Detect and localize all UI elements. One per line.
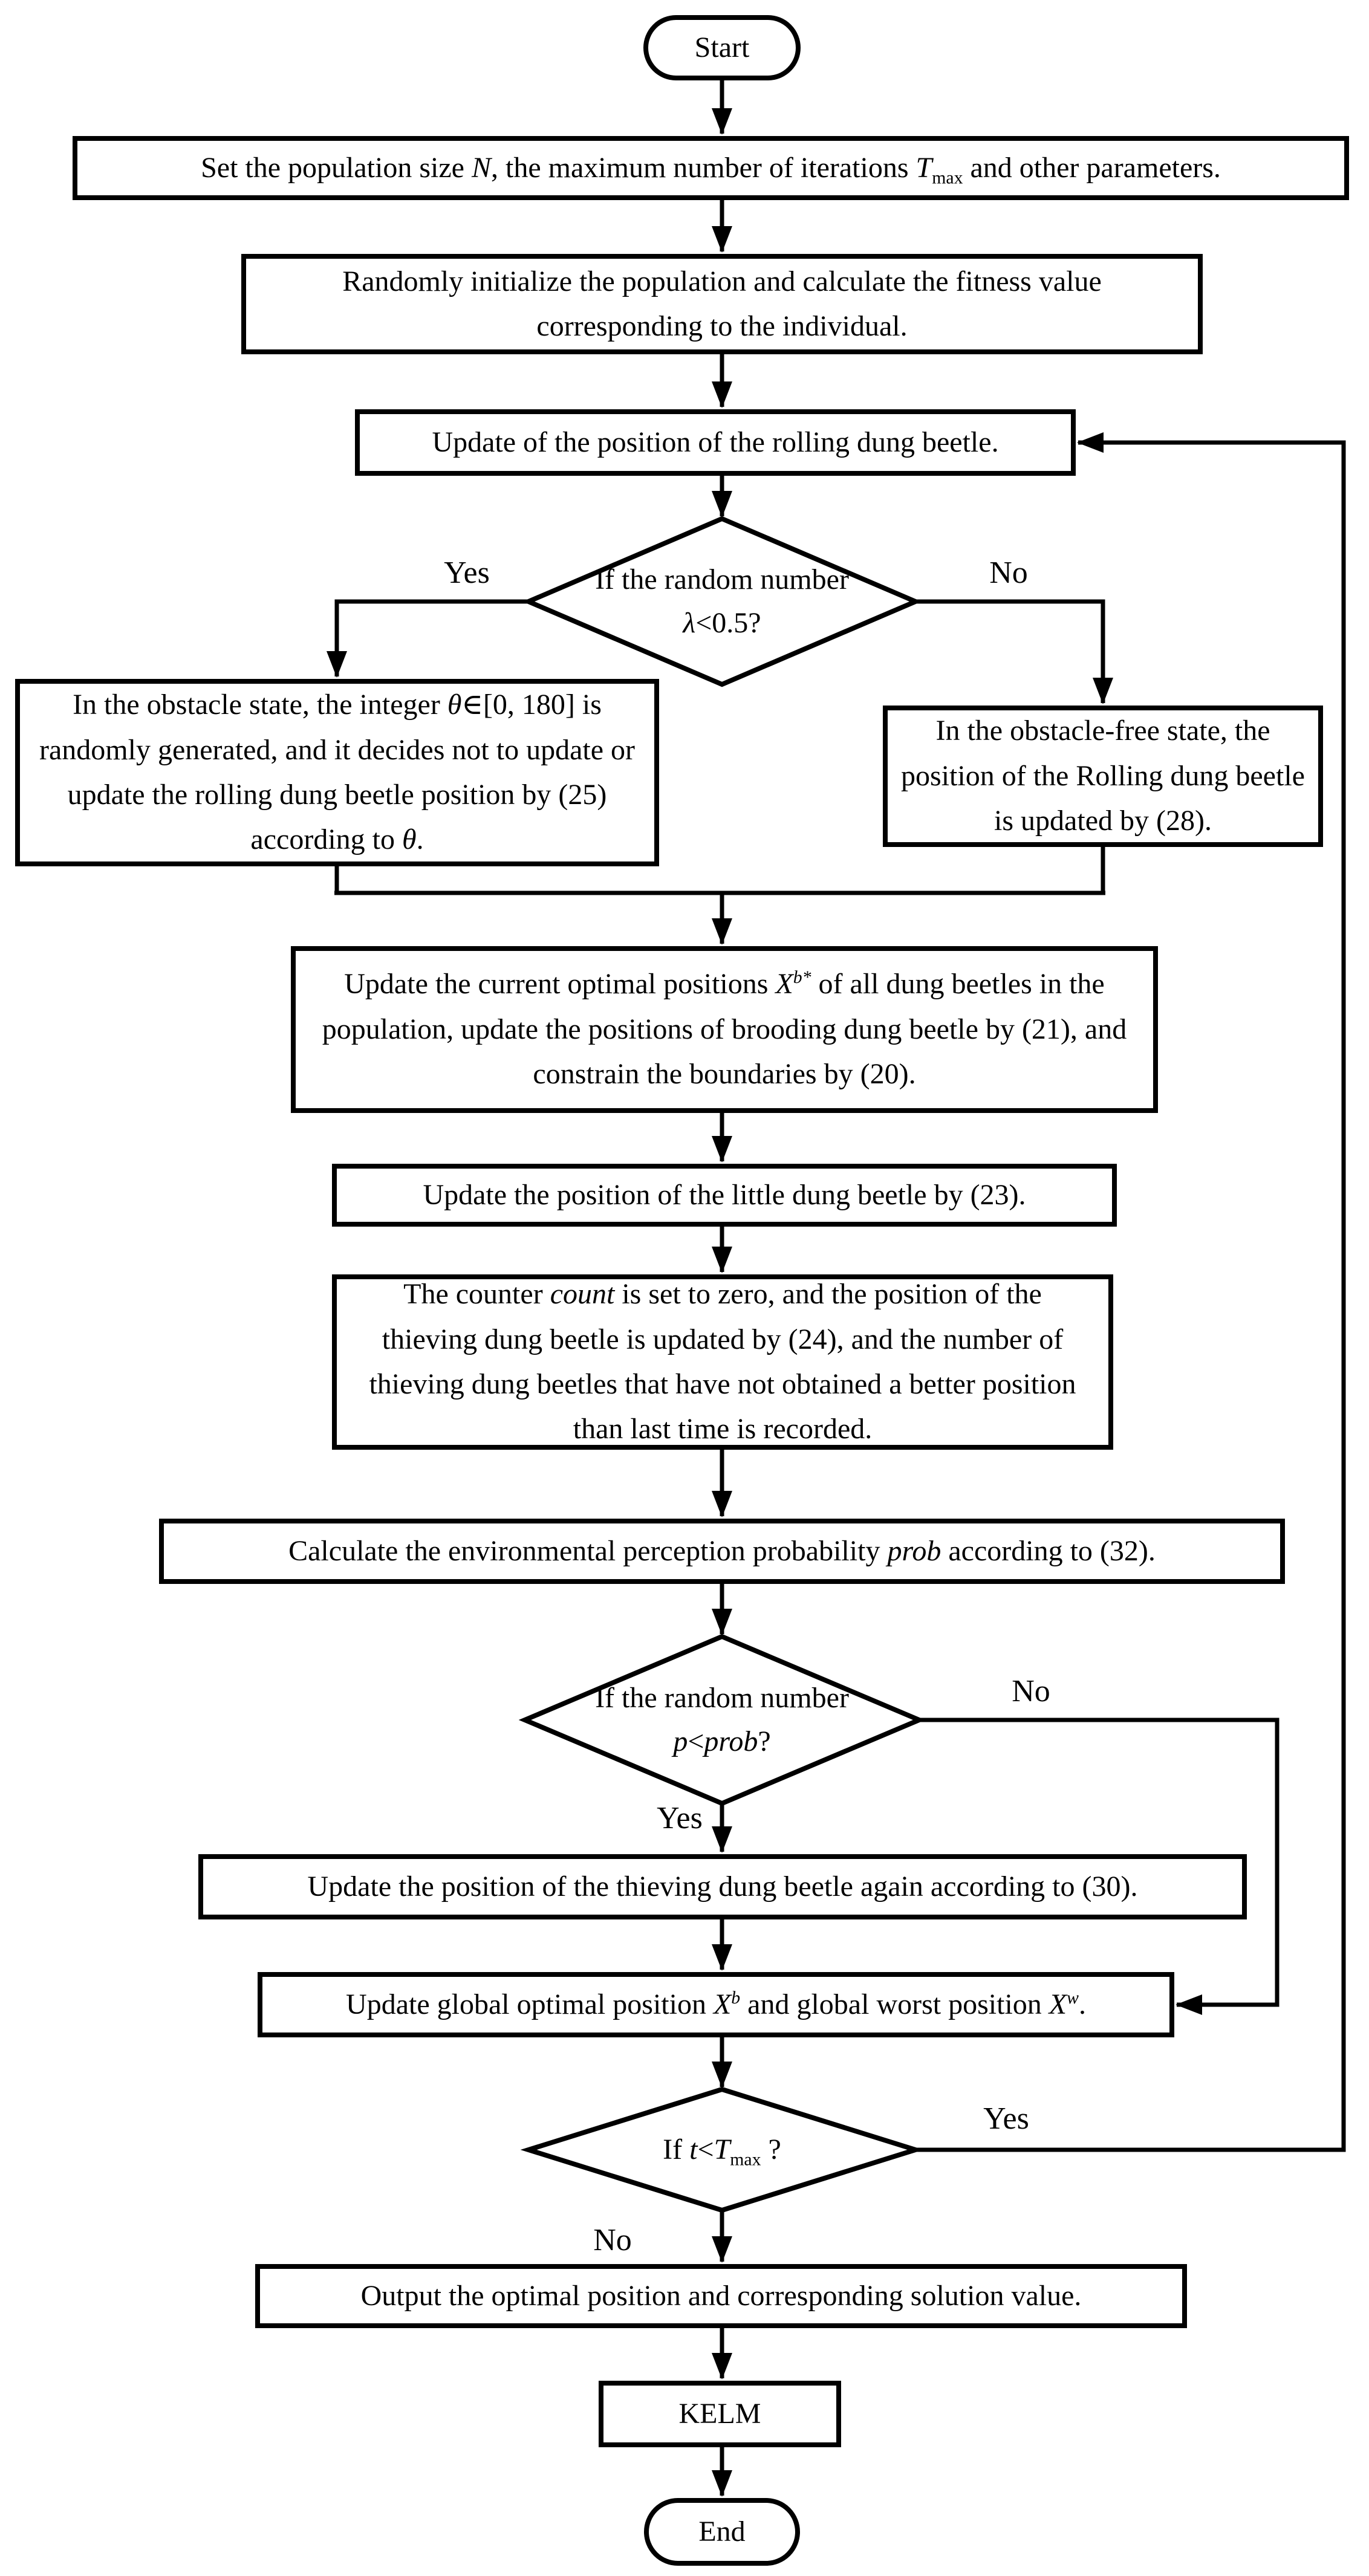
process-update-rolling-text: Update of the position of the rolling du… [432,426,999,458]
branch-label-prob-yes: Yes [657,1801,703,1835]
process-set-parameters: Set the population size N, the maximum n… [73,136,1349,200]
connector-decision-lambda-yes-to-obstacle-state [327,599,528,678]
branch-label-prob-no: No [1012,1674,1050,1708]
branch-label-lambda-no: No [989,556,1028,590]
terminator-start: Start [643,15,801,80]
process-counter-thieving: The counter count is set to zero, and th… [332,1274,1113,1450]
process-update-little-text: Update the position of the little dung b… [423,1178,1026,1211]
process-update-thieving-again: Update the position of the thieving dung… [198,1854,1247,1919]
terminator-start-label: Start [694,31,750,63]
process-obstacle-free: In the obstacle-free state, the position… [883,706,1323,847]
decision-prob-diamond [518,1634,926,1806]
connector-decision-iter-yes-loop-to-update-rolling [915,432,1346,2152]
branch-label-lambda-yes: Yes [444,556,490,590]
process-update-little: Update the position of the little dung b… [332,1164,1117,1227]
process-calc-prob: Calculate the environmental perception p… [159,1519,1285,1584]
process-kelm-label: KELM [678,2397,761,2430]
process-update-thieving-again-text: Update the position of the thieving dung… [307,1870,1138,1903]
decision-iter-diamond [520,2086,924,2213]
process-set-parameters-text: Set the population size N, the maximum n… [201,151,1221,188]
connector-decision-prob-no-to-update-global [919,1718,1280,2015]
process-obstacle-free-text: In the obstacle-free state, the position… [901,715,1305,837]
process-init-population: Randomly initialize the population and c… [241,254,1203,354]
terminator-end: End [644,2498,800,2566]
branch-label-iter-no: No [593,2223,632,2257]
process-output-text: Output the optimal position and correspo… [360,2279,1082,2312]
branch-label-iter-yes: Yes [983,2101,1029,2136]
connector-decision-lambda-no-to-obstacle-free [915,599,1113,704]
process-update-optimal-text: Update the current optimal positions Xb*… [322,967,1127,1091]
decision-lambda-diamond [522,516,922,687]
process-update-rolling: Update of the position of the rolling du… [355,409,1076,476]
process-obstacle-state-text: In the obstacle state, the integer θ∈[0,… [39,689,635,856]
process-calc-prob-text: Calculate the environmental perception p… [288,1534,1156,1567]
process-init-population-text: Randomly initialize the population and c… [342,265,1102,342]
process-update-global-text: Update global optimal position Xb and gl… [346,1987,1086,2020]
process-update-optimal: Update the current optimal positions Xb*… [291,946,1158,1113]
process-obstacle-state: In the obstacle state, the integer θ∈[0,… [15,679,659,866]
process-counter-thieving-text: The counter count is set to zero, and th… [369,1278,1076,1445]
process-update-global: Update global optimal position Xb and gl… [258,1972,1174,2037]
decision-lambda-text: If the random number λ<0.5? [595,563,849,639]
decision-iter-text: If t<Tmax ? [663,2133,781,2170]
process-output: Output the optimal position and correspo… [255,2264,1187,2328]
process-kelm: KELM [599,2381,841,2447]
terminator-end-label: End [698,2515,746,2548]
decision-prob-text: If the random number p<prob? [595,1682,849,1757]
